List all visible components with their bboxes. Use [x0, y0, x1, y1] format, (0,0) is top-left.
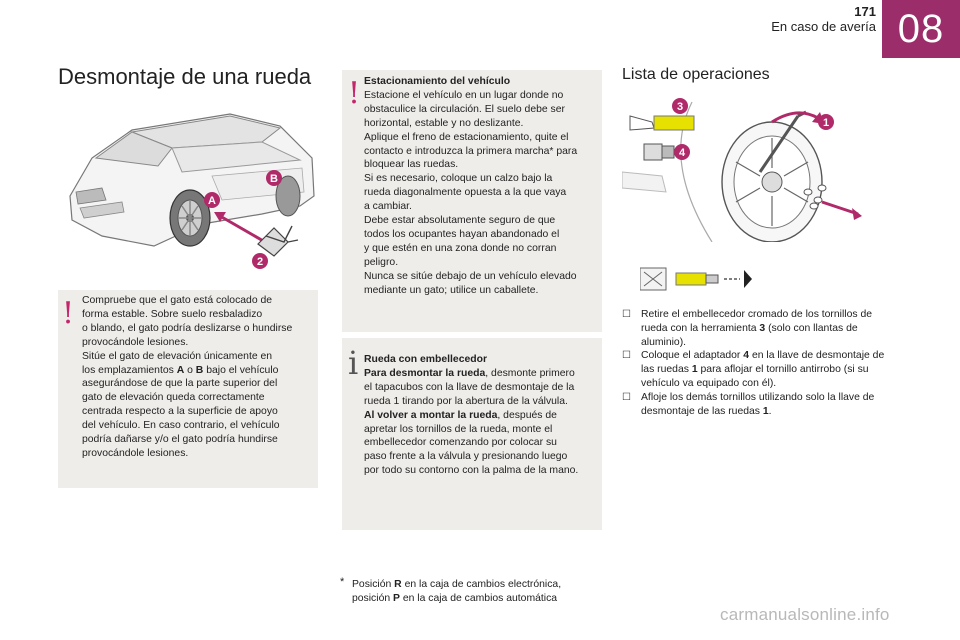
checkbox-bullet-icon: ☐ [622, 350, 631, 362]
car-jack-illustration: A B 2 [69, 113, 315, 269]
label-1: 1 [823, 117, 829, 129]
parking-warning-box: ! Estacionamiento del vehículo Estacione… [342, 70, 602, 332]
page-title: Desmontaje de una rueda [58, 64, 312, 89]
list-item: ☐ Coloque el adaptador 4 en la llave de … [622, 350, 885, 389]
parking-title: Estacionamiento del vehículo [364, 76, 511, 87]
hubcap-title: Rueda con embellecedor [364, 354, 487, 365]
checkbox-bullet-icon: ☐ [622, 309, 631, 320]
watermark: carmanualsonline.info [720, 605, 890, 624]
checkbox-bullet-icon: ☐ [622, 391, 631, 403]
label-3: 3 [677, 101, 683, 113]
label-4: 4 [679, 147, 686, 159]
operations-list: ☐ Retire el embellecedor cromado de los … [622, 308, 892, 418]
chapter-tab: 08 [882, 0, 960, 58]
hubcap-info-text: Rueda con embellecedor Para desmontar la… [364, 354, 579, 477]
warning-exclamation-icon: ! [348, 76, 361, 111]
label-b: B [270, 173, 278, 185]
operations-title: Lista de operaciones [622, 66, 770, 83]
label-2: 2 [257, 256, 263, 268]
section-title: En caso de avería [771, 19, 876, 34]
hubcap-info-box: i Rueda con embellecedor Para desmontar … [342, 338, 602, 530]
jack-warning-box: ! Compruebe que el gato está colocado de… [58, 290, 318, 488]
label-a: A [208, 195, 216, 207]
footnote-star: * [340, 576, 345, 588]
wheel-tools-illustration: 3 1 4 [622, 98, 862, 242]
page-number: 171 [854, 4, 876, 19]
parking-text: Estacionamiento del vehículo Estacione e… [364, 76, 578, 296]
list-item: ☐ Afloje los demás tornillos utilizando … [622, 391, 875, 417]
chapter-number: 08 [897, 6, 945, 51]
warning-exclamation-icon: ! [62, 296, 75, 331]
jack-warning-text: Compruebe que el gato está colocado de f… [82, 295, 293, 459]
list-item: ☐ Retire el embellecedor cromado de los … [622, 309, 873, 348]
info-icon: i [348, 344, 359, 382]
tool-assembly-illustration [640, 267, 752, 291]
footnote: Posición R en la caja de cambios electró… [352, 579, 562, 604]
